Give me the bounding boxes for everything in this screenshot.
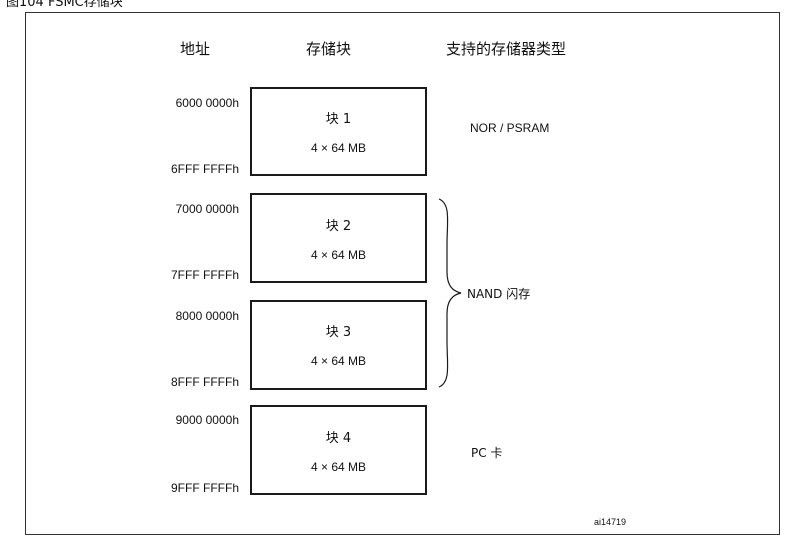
bank4-block: 块 4 4 × 64 MB xyxy=(250,405,427,495)
bank4-size: 4 × 64 MB xyxy=(310,460,367,474)
bank1-size: 4 × 64 MB xyxy=(310,141,367,155)
header-memory-type: 支持的存储器类型 xyxy=(446,40,567,58)
bank3-start-address: 8000 0000h xyxy=(175,309,239,323)
bank4-start-address: 9000 0000h xyxy=(175,413,239,427)
bank4-end-address: 9FFF FFFFh xyxy=(171,481,239,495)
bank1-block: 块 1 4 × 64 MB xyxy=(250,87,427,176)
bank3-end-address: 8FFF FFFFh xyxy=(171,375,239,389)
bank3-block: 块 3 4 × 64 MB xyxy=(250,300,427,390)
bank3-size: 4 × 64 MB xyxy=(310,354,367,368)
bank3-name: 块 3 xyxy=(325,325,352,340)
bank1-name: 块 1 xyxy=(325,112,352,127)
bank2-block: 块 2 4 × 64 MB xyxy=(250,193,427,283)
diagram-frame xyxy=(25,12,780,535)
header-bank: 存储块 xyxy=(306,40,352,58)
bank4-name: 块 4 xyxy=(325,431,352,446)
bank1-end-address: 6FFF FFFFh xyxy=(171,162,239,176)
bank2-size: 4 × 64 MB xyxy=(310,248,367,262)
bank1-start-address: 6000 0000h xyxy=(175,96,239,110)
bank2-end-address: 7FFF FFFFh xyxy=(171,268,239,282)
memory-type-pc-card: PC 卡 xyxy=(471,446,503,460)
bank2-start-address: 7000 0000h xyxy=(175,202,239,216)
memory-type-nor-psram: NOR / PSRAM xyxy=(470,121,550,135)
figure-caption: 图104 FSMC存储块 xyxy=(6,0,123,10)
header-address: 地址 xyxy=(180,40,211,58)
figure-reference-id: ai14719 xyxy=(594,517,627,527)
memory-type-nand: NAND 闪存 xyxy=(467,287,531,301)
bank2-name: 块 2 xyxy=(325,219,352,234)
